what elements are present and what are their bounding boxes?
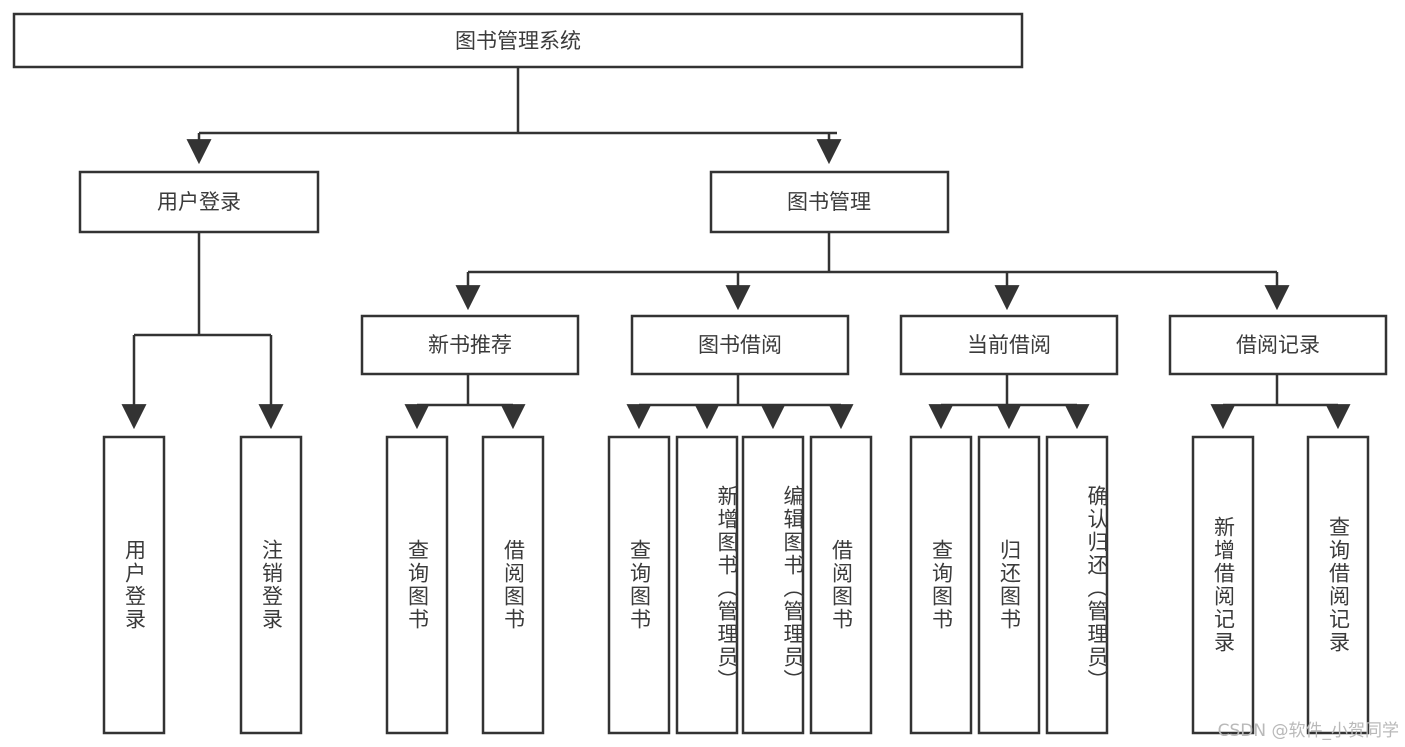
node-book-manage[interactable] [709,170,950,234]
leaf-borrow-record-0-label: 新增借阅记录 [1211,516,1236,654]
leaf-book-borrow-0[interactable] [607,435,671,735]
node-current-borrow[interactable] [899,314,1119,376]
edges-bookmanage-to-level3 [455,232,1290,311]
edges-borrow-to-leaves [626,374,854,430]
leaf-new-book-1[interactable] [481,435,545,735]
leaf-book-borrow-0-label: 查询图书 [627,539,652,631]
leaf-user-login-0-label: 用户登录 [122,539,147,631]
node-new-book-recommend[interactable] [360,314,580,376]
node-book-borrow[interactable] [630,314,850,376]
node-user-login-label: 用户登录 [157,190,241,214]
node-root-label: 图书管理系统 [455,29,581,53]
node-root[interactable] [12,12,1024,69]
node-book-borrow-label: 图书借阅 [698,333,782,357]
edges-root-to-level2 [186,67,842,165]
leaf-user-login-0[interactable] [102,435,166,735]
leaf-book-borrow-3-label: 借阅图书 [829,539,854,631]
leaf-book-borrow-2[interactable] [741,435,805,735]
leaf-book-borrow-1[interactable] [675,435,739,735]
leaf-user-login-1[interactable] [239,435,303,735]
edges-current-to-leaves [928,374,1090,430]
node-current-borrow-label: 当前借阅 [967,333,1051,357]
leaf-current-borrow-0[interactable] [909,435,973,735]
leaf-current-borrow-2-label: 确认归还（管理员） [1085,484,1109,692]
leaf-borrow-record-0[interactable] [1191,435,1255,735]
leaf-current-borrow-1-label: 归还图书 [997,539,1022,631]
leaf-current-borrow-2[interactable] [1045,435,1109,735]
leaf-new-book-1-label: 借阅图书 [501,539,526,631]
leaf-user-login-1-label: 注销登录 [259,539,284,631]
edges-newbook-to-leaves [404,374,526,430]
leaf-book-borrow-1-label: 新增图书（管理员） [715,484,739,692]
leaf-borrow-record-1[interactable] [1306,435,1370,735]
leaf-book-borrow-2-label: 编辑图书（管理员） [781,484,805,692]
leaf-new-book-0[interactable] [385,435,449,735]
leaf-borrow-record-1-label: 查询借阅记录 [1326,516,1351,654]
leaf-current-borrow-1[interactable] [977,435,1041,735]
edges-record-to-leaves [1210,374,1351,430]
edges-userlogin-to-leaves [121,232,284,430]
node-borrow-record-label: 借阅记录 [1236,333,1320,357]
watermark: CSDN @软件_小贺同学 [1217,721,1399,741]
leaf-book-borrow-3[interactable] [809,435,873,735]
leaf-current-borrow-0-label: 查询图书 [929,539,954,631]
node-new-book-recommend-label: 新书推荐 [428,333,512,357]
node-borrow-record[interactable] [1168,314,1388,376]
node-book-manage-label: 图书管理 [787,190,871,214]
leaf-new-book-0-label: 查询图书 [405,539,430,631]
node-user-login[interactable] [78,170,320,234]
